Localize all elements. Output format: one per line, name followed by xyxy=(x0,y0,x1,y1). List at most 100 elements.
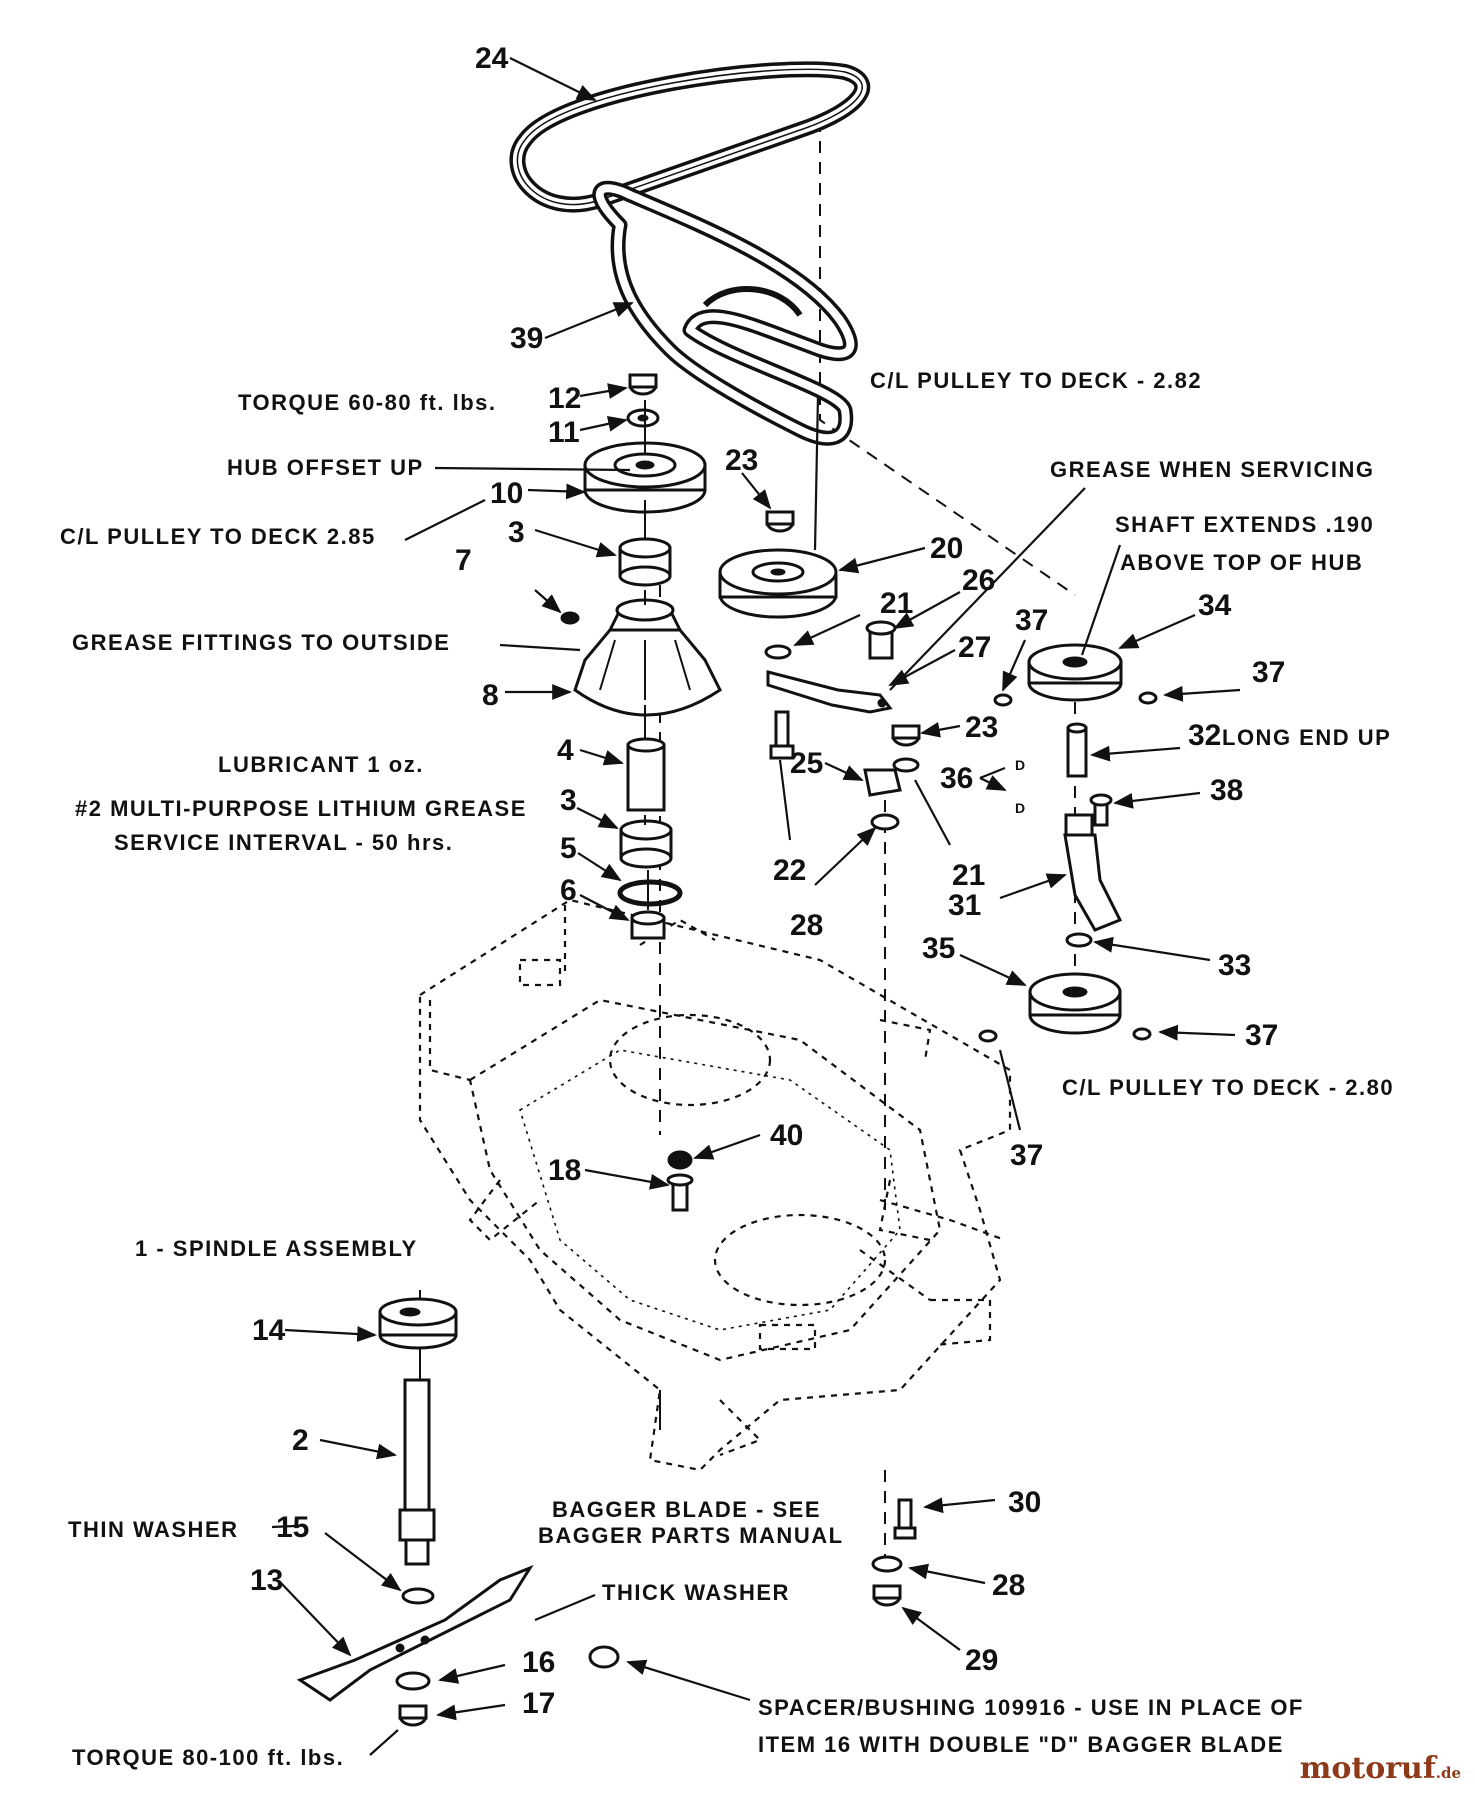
note-cl-pulley-285: C/L PULLEY TO DECK 2.85 xyxy=(60,524,376,549)
watermark-suffix: .de xyxy=(1435,1764,1461,1782)
note-service-interval: SERVICE INTERVAL - 50 hrs. xyxy=(114,830,453,855)
bolt-38 xyxy=(1089,793,1113,827)
callout-38: 38 xyxy=(1210,774,1243,807)
nut-17 xyxy=(398,1704,428,1727)
spindle-2 xyxy=(398,1378,436,1566)
set-screw-37-lower-right xyxy=(1132,1027,1152,1041)
callout-34: 34 xyxy=(1198,589,1232,622)
note-grease-fittings: GREASE FITTINGS TO OUTSIDE xyxy=(72,630,450,655)
callout-27: 27 xyxy=(958,631,991,664)
note-lubricant: LUBRICANT 1 oz. xyxy=(218,752,424,777)
callout-3-lower: 3 xyxy=(560,784,577,817)
callout-39: 39 xyxy=(510,322,543,355)
callout-23-top: 23 xyxy=(725,444,758,477)
watermark-logo: motoruf.de xyxy=(1300,1751,1461,1786)
pulley-20 xyxy=(718,548,838,619)
nut-29 xyxy=(872,1584,902,1607)
belt-24 xyxy=(509,61,871,213)
spacer-4 xyxy=(626,737,666,812)
callout-7: 7 xyxy=(455,544,472,577)
note-torque-80-100: TORQUE 80-100 ft. lbs. xyxy=(72,1745,344,1770)
washer-21-top xyxy=(764,644,792,660)
note-spindle-assembly: 1 - SPINDLE ASSEMBLY xyxy=(135,1236,418,1261)
note-cl-pulley-282: C/L PULLEY TO DECK - 2.82 xyxy=(870,368,1202,393)
watermark-name: motoruf xyxy=(1299,1751,1436,1786)
washer-28-bottom xyxy=(871,1555,903,1573)
bearing-3-lower xyxy=(619,819,673,869)
callout-15: 15 xyxy=(276,1511,309,1544)
callout-21-top: 21 xyxy=(880,587,913,620)
note-hub-offset-up: HUB OFFSET UP xyxy=(227,455,424,480)
note-d-mark-1: D xyxy=(1015,757,1027,773)
note-lithium-grease: #2 MULTI-PURPOSE LITHIUM GREASE xyxy=(75,796,527,821)
note-long-end-up: LONG END UP xyxy=(1222,725,1391,750)
callout-36: 36 xyxy=(940,762,973,795)
note-thin-washer: THIN WASHER xyxy=(68,1517,239,1542)
callout-13: 13 xyxy=(250,1564,283,1597)
note-bagger-manual: BAGGER PARTS MANUAL xyxy=(538,1523,844,1548)
thin-washer-15 xyxy=(401,1587,435,1605)
housing-8 xyxy=(573,598,722,717)
set-screw-37-left xyxy=(993,693,1013,707)
bolt-22 xyxy=(769,710,795,760)
callout-37-c: 37 xyxy=(1245,1019,1278,1052)
callout-17: 17 xyxy=(522,1687,555,1720)
grease-fitting-7 xyxy=(560,611,580,625)
callout-25: 25 xyxy=(790,747,823,780)
callout-28-bottom: 28 xyxy=(992,1569,1025,1602)
callout-26: 26 xyxy=(962,564,995,597)
note-d-mark-2: D xyxy=(1015,800,1027,816)
callout-28-mid: 28 xyxy=(790,909,823,942)
callout-4: 4 xyxy=(557,734,574,767)
nut-23-mid xyxy=(891,724,921,747)
callout-3-upper: 3 xyxy=(508,516,525,549)
pulley-hub-14 xyxy=(378,1297,458,1350)
belt-39 xyxy=(592,180,858,446)
nut-12 xyxy=(628,373,658,396)
note-spacer-bushing: SPACER/BUSHING 109916 - USE IN PLACE OF xyxy=(758,1695,1304,1720)
bushing-25 xyxy=(863,768,902,797)
callout-32: 32 xyxy=(1188,719,1221,752)
callout-33: 33 xyxy=(1218,949,1251,982)
set-screw-37-right xyxy=(1138,691,1158,705)
pivot-31 xyxy=(1063,813,1123,932)
callout-37-b: 37 xyxy=(1252,656,1285,689)
callout-2: 2 xyxy=(292,1424,309,1457)
mower-deck-housing xyxy=(418,898,1012,1472)
callout-16: 16 xyxy=(522,1646,555,1679)
spacer-bushing-109916 xyxy=(588,1645,620,1669)
callout-23-mid: 23 xyxy=(965,711,998,744)
washer-11 xyxy=(626,408,660,428)
snap-ring-5 xyxy=(617,879,683,907)
callout-8: 8 xyxy=(482,679,499,712)
fitting-40 xyxy=(667,1150,693,1170)
bearing-3-upper xyxy=(618,537,672,587)
thick-washer-16 xyxy=(395,1671,431,1691)
callout-31: 31 xyxy=(948,889,981,922)
bolt-30 xyxy=(893,1498,917,1540)
note-above-hub: ABOVE TOP OF HUB xyxy=(1120,550,1363,575)
callout-30: 30 xyxy=(1008,1486,1041,1519)
pulley-10 xyxy=(583,441,707,514)
callout-11: 11 xyxy=(548,416,580,449)
seal-6 xyxy=(630,910,666,940)
note-spacer-item-16: ITEM 16 WITH DOUBLE "D" BAGGER BLADE xyxy=(758,1732,1284,1757)
blade-13 xyxy=(296,1564,534,1702)
callout-24: 24 xyxy=(475,42,509,75)
callout-37-a: 37 xyxy=(1015,604,1048,637)
callout-29: 29 xyxy=(965,1644,998,1677)
note-torque-60-80: TORQUE 60-80 ft. lbs. xyxy=(238,390,496,415)
shaft-32 xyxy=(1066,722,1088,778)
idler-arm-27 xyxy=(766,670,893,714)
callout-35: 35 xyxy=(922,932,955,965)
callout-numbers: 24 39 12 11 10 3 7 8 4 3 5 6 23 20 21 26… xyxy=(250,42,1285,1720)
note-thick-washer: THICK WASHER xyxy=(602,1580,790,1605)
bolt-18 xyxy=(666,1173,694,1212)
callout-5: 5 xyxy=(560,832,577,865)
callout-37-d: 37 xyxy=(1010,1139,1043,1172)
callout-6: 6 xyxy=(560,874,577,907)
callout-12: 12 xyxy=(548,382,581,415)
pulley-35 xyxy=(1028,972,1122,1035)
note-grease-servicing: GREASE WHEN SERVICING xyxy=(1050,457,1374,482)
